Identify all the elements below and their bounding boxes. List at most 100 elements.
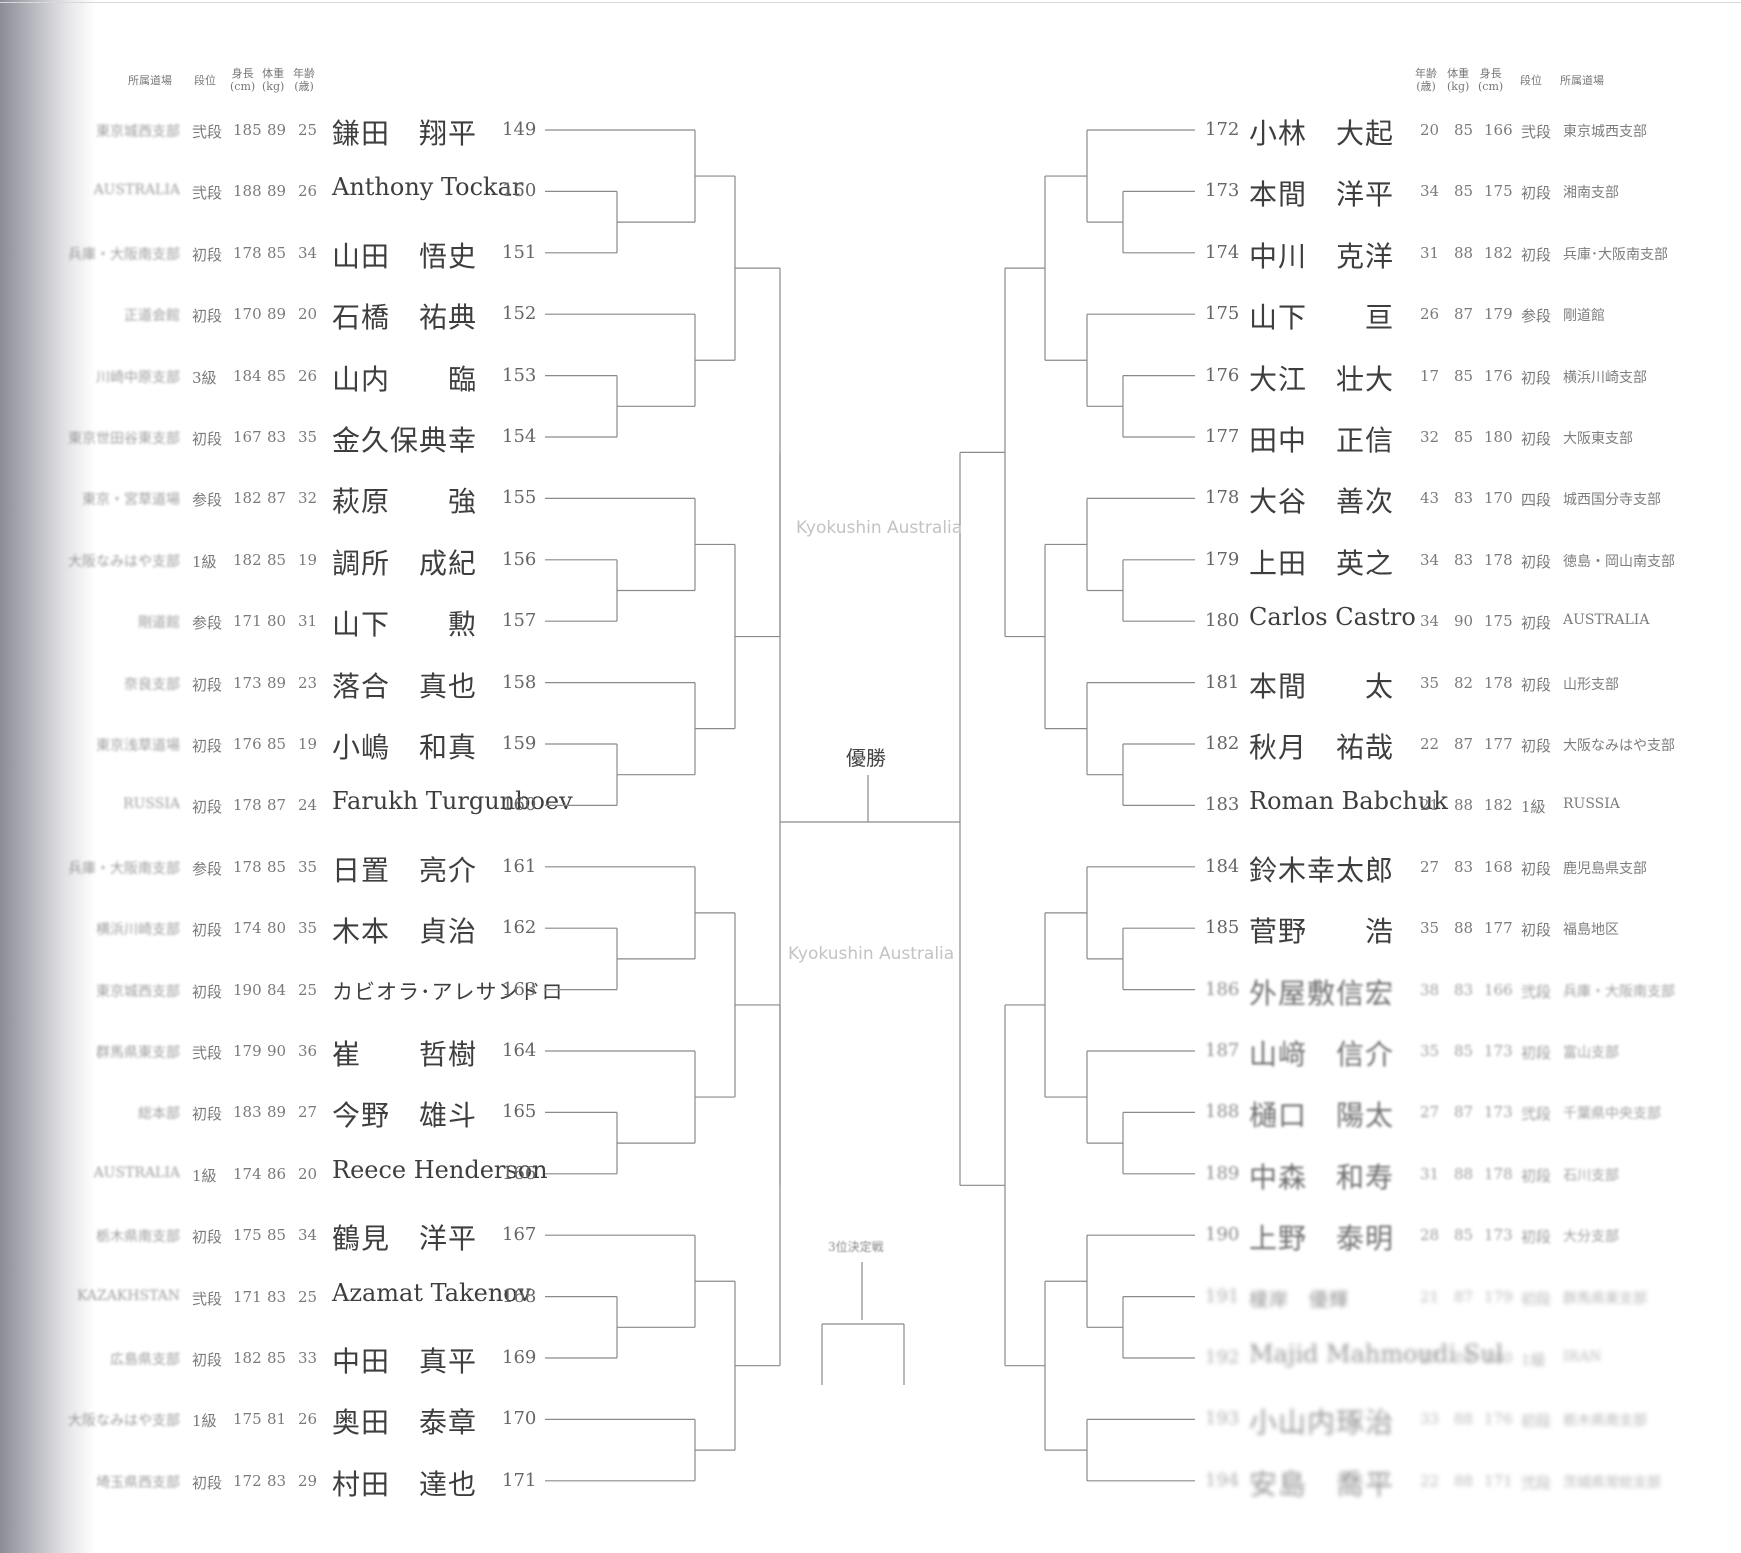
fighter-rank: 初段 [1521, 1044, 1552, 1062]
fighter-name: 中川 克洋 [1249, 239, 1395, 273]
fighter-dojo: 湘南支部 [1563, 185, 1619, 202]
fighter-rank: 初段 [1521, 430, 1552, 448]
fighter-height: 170 [1484, 489, 1513, 508]
fighter-height: 182 [233, 489, 262, 508]
fighter-weight: 89 [267, 182, 287, 201]
fighter-age: 32 [298, 489, 318, 508]
fighter-name: 石橋 祐典 [332, 301, 478, 335]
fighter-number: 190 [1205, 1224, 1240, 1246]
fighter-age: 43 [1420, 489, 1440, 508]
fighter-height: 179 [1484, 1287, 1513, 1306]
fighter-age: 26 [1420, 305, 1440, 324]
fighter-dojo: 大分支部 [1563, 1229, 1619, 1246]
fighter-dojo: 剛道館 [138, 615, 180, 632]
fighter-name: 鎌田 翔平 [332, 117, 478, 150]
fighter-weight: 83 [1454, 550, 1474, 569]
fighter-height: 178 [1484, 1164, 1513, 1183]
fighter-name: 本間 太 [1249, 669, 1395, 703]
fighter-age: 25 [298, 1287, 318, 1306]
fighter-height: 175 [1484, 612, 1513, 631]
fighter-name: 山下 勲 [332, 608, 478, 642]
fighter-weight: 85 [1454, 121, 1474, 139]
fighter-dojo: 栃木県南支部 [1563, 1413, 1647, 1430]
fighter-name: 山﨑 信介 [1249, 1038, 1395, 1071]
fighter-name: 山田 悟史 [332, 239, 478, 273]
fighter-weight: 83 [267, 1287, 287, 1306]
fighter-name: 中田 真平 [332, 1345, 478, 1378]
fighter-number: 169 [502, 1347, 537, 1368]
fighter-height: 175 [1484, 182, 1513, 201]
fighter-name: 田中 正信 [1249, 424, 1395, 457]
fighter-dojo: RUSSIA [1563, 796, 1620, 813]
fighter-rank: 初段 [192, 1351, 223, 1369]
fighter-rank: 初段 [1521, 1166, 1552, 1185]
fighter-height: 177 [1484, 919, 1513, 938]
fighter-dojo: 広島県支部 [110, 1352, 180, 1368]
fighter-age: 34 [298, 243, 318, 262]
fighter-age: 17 [1420, 366, 1440, 385]
fighter-age: 26 [298, 1410, 318, 1429]
fighter-rank: 初段 [192, 245, 223, 264]
fighter-rank: 初段 [1521, 921, 1552, 940]
fighter-dojo: 横浜川崎支部 [96, 922, 180, 939]
fighter-name: 山下 亘 [1249, 301, 1395, 335]
fighter-number: 181 [1205, 671, 1240, 693]
fighter-weight: 85 [1454, 1226, 1474, 1245]
fighter-dojo: 東京城西支部 [1563, 124, 1647, 140]
fighter-height: 173 [1484, 1103, 1513, 1122]
fighter-rank: 弐段 [192, 1044, 223, 1062]
header-left-weight: 体重(kg) [262, 67, 285, 93]
fighter-weight: 87 [267, 489, 287, 508]
fighter-dojo: 千葉県中央支部 [1563, 1106, 1661, 1123]
fighter-rank: 1級 [192, 1166, 217, 1185]
fighter-height: 171 [233, 612, 262, 631]
fighter-weight: 87 [1454, 1103, 1474, 1122]
fighter-age: 19 [298, 550, 318, 569]
fighter-height: 175 [233, 1226, 262, 1245]
header-left-age: 年齢(歳) [293, 67, 315, 93]
fighter-name: 小林 大起 [1249, 117, 1395, 150]
fighter-dojo: AUSTRALIA [1563, 612, 1650, 629]
fighter-weight: 89 [267, 673, 287, 692]
fighter-weight: 85 [267, 735, 287, 753]
fighter-number: 163 [502, 978, 537, 1000]
fighter-weight: 87 [1454, 305, 1474, 324]
fighter-height: 172 [233, 1471, 262, 1490]
fighter-height: 185 [233, 121, 262, 139]
fighter-number: 155 [502, 487, 537, 509]
fighter-height: 188 [233, 182, 262, 201]
fighter-rank: 初段 [192, 737, 223, 755]
fighter-dojo: 総本部 [138, 1106, 180, 1123]
fighter-rank: 初段 [1521, 859, 1552, 878]
fighter-height: 182 [1484, 243, 1513, 262]
fighter-rank: 参段 [192, 859, 223, 878]
fighter-number: 157 [502, 610, 537, 632]
fighter-number: 175 [1205, 303, 1240, 325]
fighter-name: 秋月 祐哉 [1249, 731, 1395, 764]
fighter-age: 24 [298, 796, 318, 815]
fighter-number: 165 [502, 1101, 537, 1123]
fighter-name: 今野 雄斗 [332, 1099, 478, 1133]
fighter-number: 160 [502, 794, 537, 816]
fighter-weight: 85 [267, 243, 287, 262]
fighter-weight: 82 [1454, 673, 1474, 692]
fighter-name: 鶴見 洋平 [332, 1222, 478, 1256]
fighter-dojo: RUSSIA [123, 796, 180, 813]
fighter-name: Roman Babchuk [1249, 787, 1448, 816]
fighter-rank: 四段 [1521, 491, 1552, 510]
fighter-dojo: 東京城西支部 [96, 983, 180, 1000]
fighter-height: 190 [233, 980, 262, 999]
fighter-weight: 88 [1454, 919, 1474, 938]
fighter-number: 152 [502, 303, 537, 325]
fighter-name: 樋口 陽太 [1249, 1099, 1395, 1133]
fighter-name: 木本 貞治 [332, 915, 478, 949]
fighter-height: 182 [233, 1349, 262, 1367]
fighter-number: 170 [502, 1408, 537, 1430]
fighter-height: 178 [1484, 550, 1513, 569]
fighter-number: 173 [1205, 180, 1240, 202]
fighter-number: 176 [1205, 364, 1240, 386]
fighter-age: 22 [1420, 1471, 1440, 1490]
fighter-age: 36 [298, 1042, 318, 1060]
fighter-height: 177 [1484, 735, 1513, 753]
